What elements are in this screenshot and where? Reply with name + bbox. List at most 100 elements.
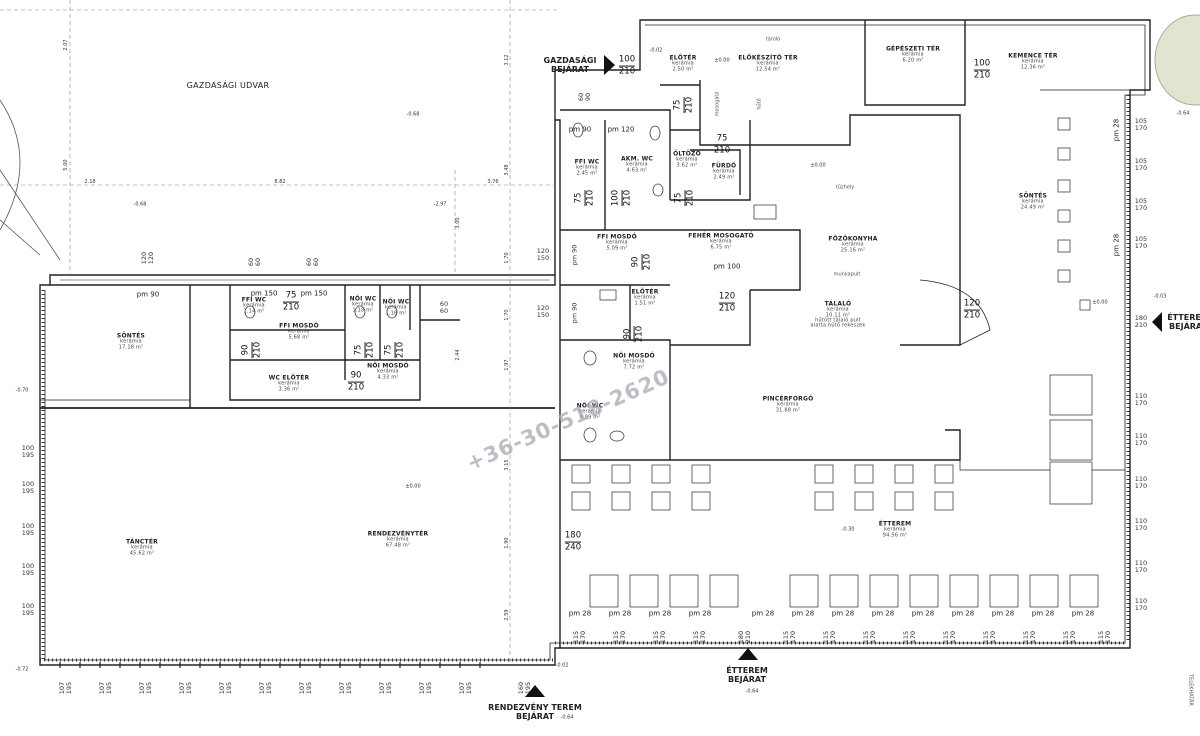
level-mark: -0.02 [555, 662, 569, 669]
dimension: 1.97 [504, 359, 510, 371]
level-mark: -0.72 [15, 666, 29, 673]
window-ticks [59, 662, 481, 668]
dimension: 1.70 [504, 252, 510, 264]
pm-28-label: pm 28 [1071, 609, 1095, 618]
entry-arrows [525, 55, 1162, 697]
pm-28-label: pm 28 [568, 609, 592, 618]
dining-tables [571, 374, 1099, 608]
bar-stools [1057, 117, 1091, 311]
level-mark: -0.02 [649, 47, 663, 54]
level-mark: -2.97 [433, 201, 447, 208]
level-mark: -0.64 [1176, 110, 1190, 117]
dimension: 8.82 [274, 179, 286, 185]
note-telekhatar: TELEKHATÁR [1187, 674, 1194, 706]
level-mark: -0.30 [841, 526, 855, 533]
dimension: 3.12 [504, 54, 510, 66]
gazdasagi-udvar-label: GAZDASÁGI UDVAR [186, 80, 270, 90]
pm-28-label: pm 28 [1112, 118, 1121, 142]
dimension: 2.18 [84, 179, 96, 185]
level-mark: -0.68 [133, 201, 147, 208]
dimension: 3.48 [504, 164, 510, 176]
level-mark: ±0.00 [1092, 299, 1108, 306]
pm-label: pm 150 [300, 289, 328, 298]
level-mark: ±0.00 [405, 483, 421, 490]
outer-wall [39, 19, 1151, 666]
dimension: 3.00 [455, 217, 461, 229]
note-tarolo: tároló [765, 36, 781, 43]
level-mark: -0.70 [15, 387, 29, 394]
pm-28-label: pm 28 [608, 609, 632, 618]
pm-28-label: pm 28 [751, 609, 775, 618]
bush-shape [1154, 14, 1200, 106]
dimension: 2.59 [504, 609, 510, 621]
pm-label: pm 100 [713, 262, 741, 271]
pm-28-label: pm 28 [911, 609, 935, 618]
window-dimension: pm 90 [570, 302, 579, 324]
sanitary-fixtures [244, 122, 777, 443]
dimension: 1.90 [504, 537, 510, 549]
pm-28-label: pm 28 [1112, 233, 1121, 257]
pm-28-label: pm 28 [1031, 609, 1055, 618]
